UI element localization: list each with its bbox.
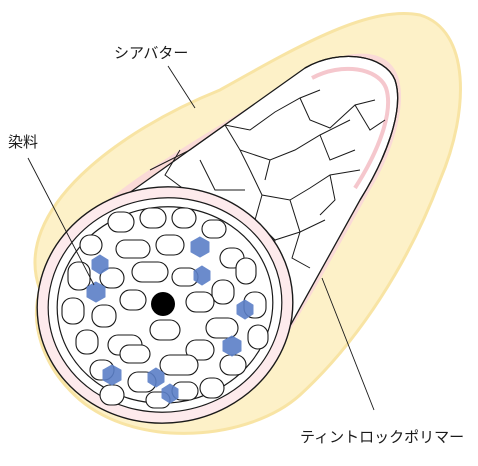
dye-molecule <box>190 236 210 258</box>
dye-molecule <box>147 367 165 388</box>
dye-molecule <box>193 265 211 286</box>
dye-leader <box>27 157 95 286</box>
cuticle-cracks <box>149 89 386 301</box>
dye-molecule <box>86 281 106 303</box>
dye-molecule <box>91 254 109 275</box>
dye-molecules <box>86 236 254 404</box>
far-end-rim-inner <box>311 66 391 190</box>
dye-molecule <box>222 335 242 357</box>
dye-molecule <box>102 364 122 386</box>
medulla-core <box>151 292 175 316</box>
polymer-leader <box>321 277 375 411</box>
shea-butter-leader <box>167 65 196 109</box>
dye-molecule <box>161 383 179 404</box>
leader-lines <box>27 65 375 411</box>
dye-label: 染料 <box>8 133 39 151</box>
far-end-rim <box>304 55 399 201</box>
tint-lock-polymer-label: ティントロックポリマー <box>300 428 465 446</box>
dye-molecule <box>236 299 254 320</box>
shea-butter-label: シアバター <box>114 44 189 62</box>
